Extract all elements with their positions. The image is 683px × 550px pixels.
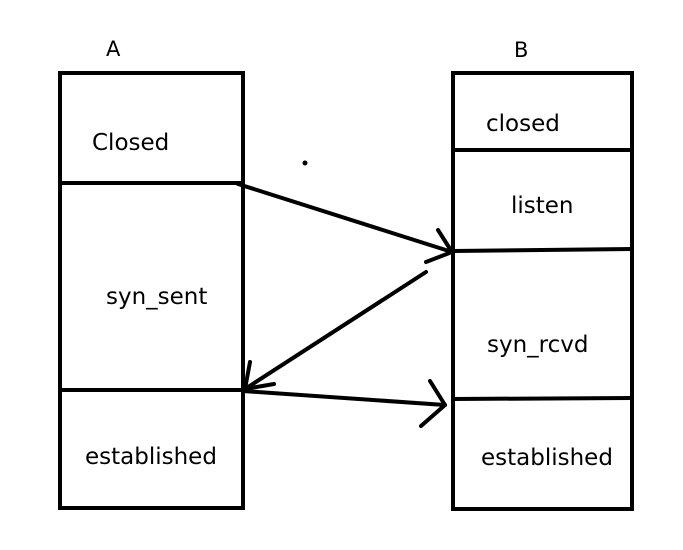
host-a-title: A — [106, 37, 121, 61]
host-b-state-closed: closed — [486, 111, 560, 137]
host-a-state-closed: Closed — [92, 130, 170, 156]
syn-ack-arrow — [243, 270, 428, 391]
host-a-box — [58, 71, 245, 510]
host-b-box — [451, 71, 634, 511]
host-a-state-established: established — [85, 444, 217, 470]
host-b-state-established: established — [481, 445, 613, 471]
syn-arrow — [236, 182, 454, 264]
host-b-state-syn-rcvd: syn_rcvd — [487, 332, 589, 358]
ack-arrow — [241, 379, 447, 428]
host-b-divider-2 — [452, 247, 633, 253]
host-b-state-listen: listen — [511, 193, 574, 219]
stray-dot — [302, 160, 308, 166]
host-a-state-syn-sent: syn_sent — [106, 284, 208, 310]
host-b-title: B — [514, 38, 529, 62]
host-b-divider-3 — [452, 396, 633, 401]
